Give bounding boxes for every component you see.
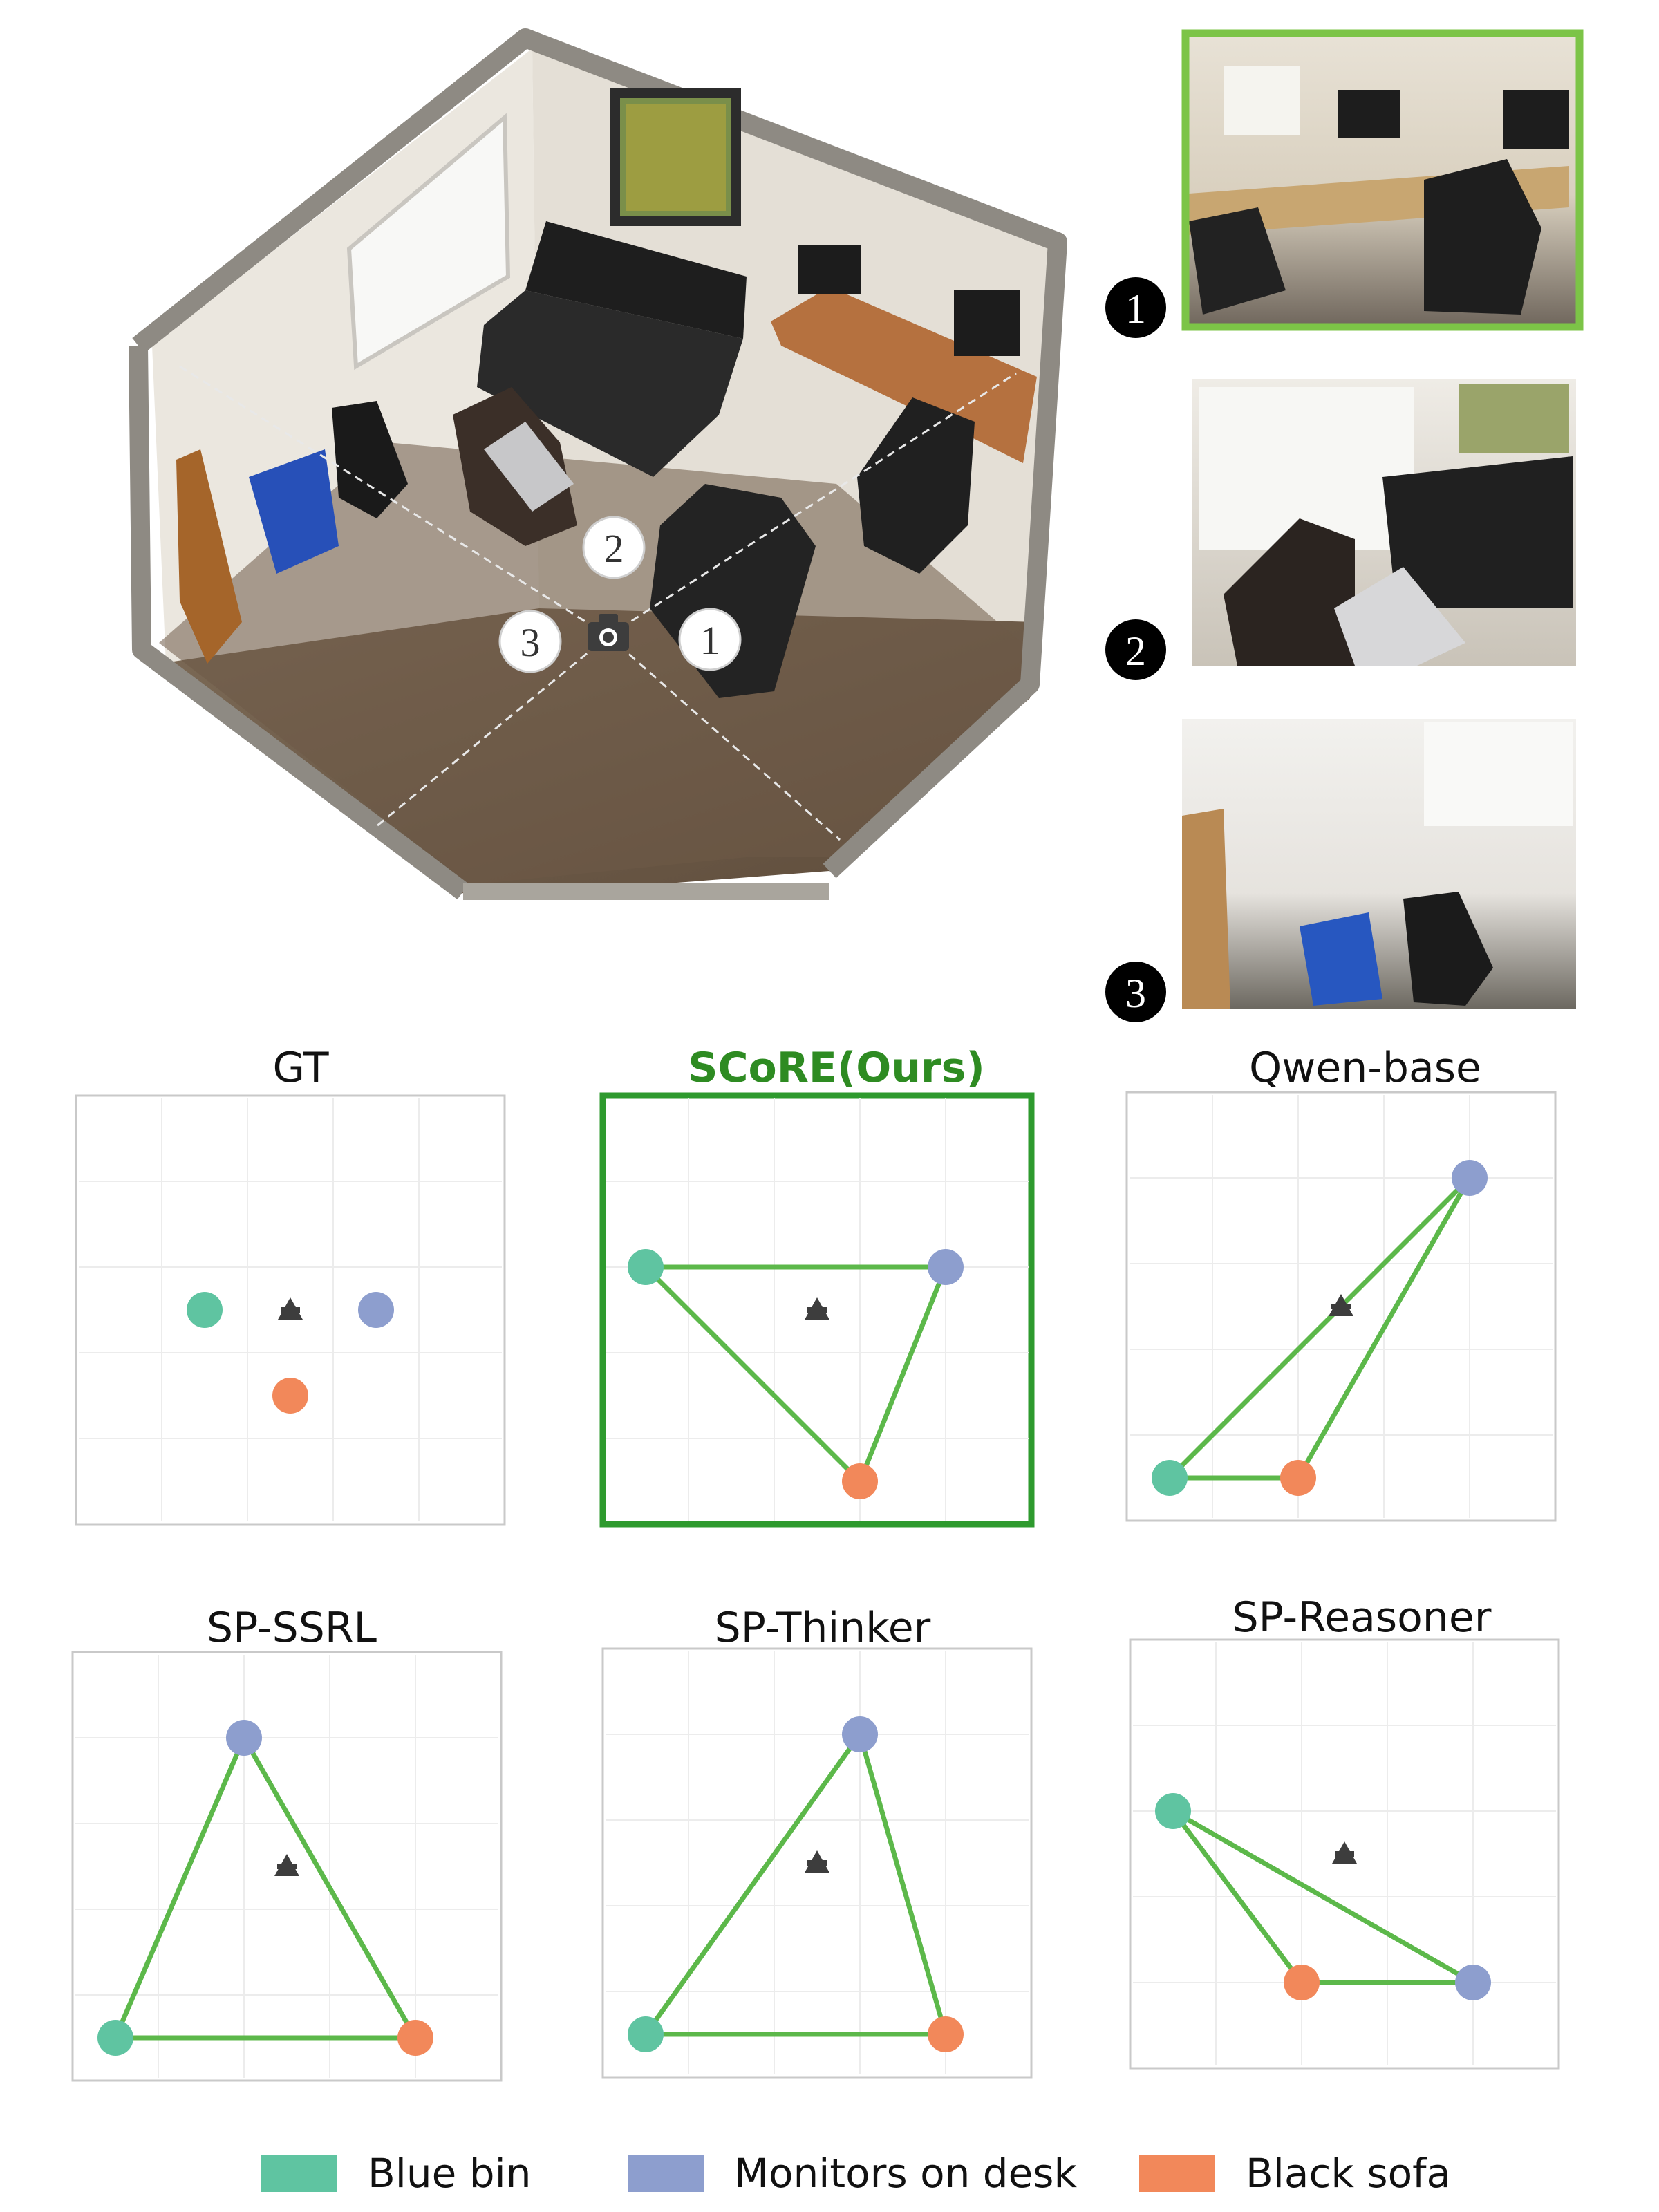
room-wall-frame xyxy=(132,28,1067,879)
room-front-edge-left xyxy=(129,345,469,900)
point-black-sofa xyxy=(1280,1460,1316,1496)
map-panel-thinker xyxy=(601,1647,1033,2079)
connection-line xyxy=(643,1732,863,2037)
point-blue-bin xyxy=(1152,1460,1188,1496)
point-monitors xyxy=(842,1716,878,1752)
panel-title-ssrl: SP-SSRL xyxy=(207,1604,377,1652)
point-monitors xyxy=(1455,1965,1491,2000)
point-blue-bin xyxy=(1155,1793,1191,1829)
camera-marker-icon xyxy=(805,1297,830,1320)
thumb-badge-3: 3 xyxy=(1105,962,1166,1022)
legend-item-black-sofa: Black sofa xyxy=(1139,2150,1451,2197)
thumbnail-view-2 xyxy=(1192,379,1576,666)
view-badge-2-label: 2 xyxy=(604,526,624,571)
thumbnail-view-1 xyxy=(1181,29,1584,331)
point-black-sofa xyxy=(1284,1965,1320,2000)
point-monitors xyxy=(358,1292,394,1328)
connection-line xyxy=(1295,1175,1472,1481)
backpack xyxy=(332,401,408,518)
monitor-a xyxy=(798,245,861,294)
camera-marker-icon xyxy=(274,1854,299,1876)
view-badge-3: 3 xyxy=(498,610,562,673)
map-panels xyxy=(71,1091,1560,2082)
panel-title-reasoner: SP-Reasoner xyxy=(1232,1593,1492,1642)
thumbnail-view-3 xyxy=(1182,719,1576,1009)
connection-line xyxy=(113,1735,247,2041)
panel-title-gt: GT xyxy=(272,1044,329,1092)
point-blue-bin xyxy=(628,2016,664,2052)
point-black-sofa xyxy=(842,1463,878,1499)
camera-marker-icon xyxy=(805,1850,830,1873)
legend-label-blue-bin: Blue bin xyxy=(368,2150,532,2197)
point-blue-bin xyxy=(628,1249,664,1285)
blue-bin xyxy=(249,449,339,574)
camera-icon xyxy=(588,614,629,651)
point-black-sofa xyxy=(928,2016,964,2052)
panel-title-qwen: Qwen-base xyxy=(1249,1044,1481,1092)
point-monitors xyxy=(928,1249,964,1285)
point-black-sofa xyxy=(272,1378,308,1414)
connection-line xyxy=(643,1264,863,1484)
room-illustration xyxy=(129,28,1067,900)
thumb-badge-1: 1 xyxy=(1105,277,1166,338)
panel-title-score: SCoRE(Ours) xyxy=(688,1044,985,1092)
map-panel-qwen xyxy=(1125,1091,1557,1522)
connection-line xyxy=(1167,1175,1472,1481)
connection-line xyxy=(241,1735,418,2041)
map-panel-gt xyxy=(75,1094,506,1526)
office-chair xyxy=(857,397,975,574)
view-badge-3-label: 3 xyxy=(521,620,541,665)
map-panel-reasoner xyxy=(1129,1638,1560,2070)
connection-line xyxy=(1170,1808,1476,1985)
desk xyxy=(771,287,1037,463)
thumb-badge-3-label: 3 xyxy=(1125,971,1146,1016)
thumb-badge-2: 2 xyxy=(1105,619,1166,680)
point-monitors xyxy=(1452,1160,1488,1196)
point-blue-bin xyxy=(97,2020,133,2056)
connection-line xyxy=(857,1264,948,1484)
legend-label-black-sofa: Black sofa xyxy=(1246,2150,1452,2197)
legend-swatch-blue-bin xyxy=(261,2155,337,2192)
legend: Blue bin Monitors on desk Black sofa xyxy=(0,2150,1659,2205)
point-monitors xyxy=(226,1720,262,1756)
connection-line xyxy=(857,1732,948,2037)
view-badge-1: 1 xyxy=(678,608,742,671)
camera-marker-icon xyxy=(278,1297,303,1320)
panel-title-thinker: SP-Thinker xyxy=(714,1604,931,1652)
monitor-b xyxy=(954,290,1020,356)
sofa-back xyxy=(525,221,747,339)
sofa-seat xyxy=(477,290,743,477)
legend-item-blue-bin: Blue bin xyxy=(261,2150,531,2197)
camera-sight-lines xyxy=(179,365,1017,841)
point-black-sofa xyxy=(397,2020,433,2056)
camera-marker-icon xyxy=(1332,1841,1357,1864)
window-foliage xyxy=(626,104,726,211)
whiteboard xyxy=(346,113,511,371)
legend-swatch-black-sofa xyxy=(1139,2155,1215,2192)
view-badge-2: 2 xyxy=(582,516,646,579)
point-blue-bin xyxy=(187,1292,223,1328)
thumb-badge-1-label: 1 xyxy=(1125,286,1146,332)
connection-line xyxy=(1170,1808,1304,1985)
map-panel-ssrl xyxy=(71,1651,503,2082)
thumb-badge-2-label: 2 xyxy=(1125,628,1146,674)
map-panel-score xyxy=(599,1092,1035,1528)
legend-swatch-monitors xyxy=(628,2155,704,2192)
camera-marker-icon xyxy=(1329,1294,1353,1316)
legend-item-monitors: Monitors on desk xyxy=(628,2150,1077,2197)
legend-label-monitors: Monitors on desk xyxy=(734,2150,1078,2197)
laptop xyxy=(484,422,574,512)
wooden-chair xyxy=(176,449,242,664)
view-badge-1-label: 1 xyxy=(700,618,720,663)
